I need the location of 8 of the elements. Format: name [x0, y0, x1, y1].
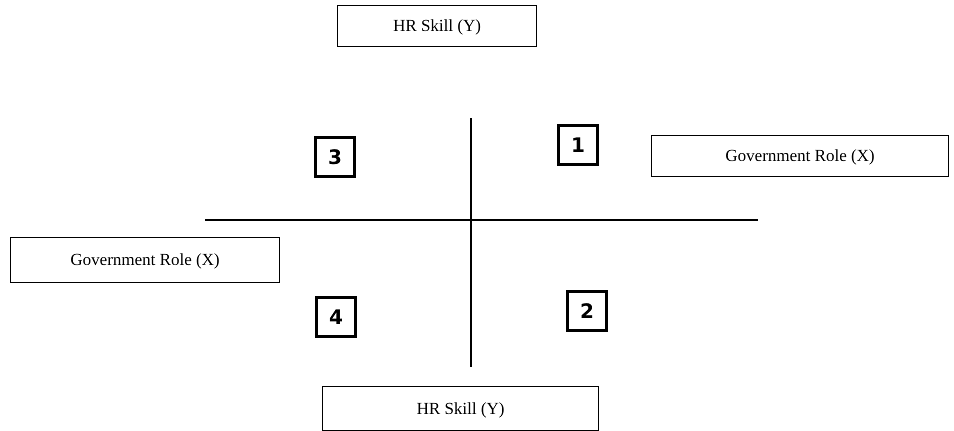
quadrant-number: 2: [566, 290, 608, 332]
quadrant-number: 3: [314, 136, 356, 178]
label-box: HR Skill (Y): [337, 5, 537, 47]
quadrant-number: 1: [557, 124, 599, 166]
label-box: Government Role (X): [651, 135, 949, 177]
label-box: Government Role (X): [10, 237, 280, 283]
label-box: HR Skill (Y): [322, 386, 599, 431]
quadrant-number: 4: [315, 296, 357, 338]
